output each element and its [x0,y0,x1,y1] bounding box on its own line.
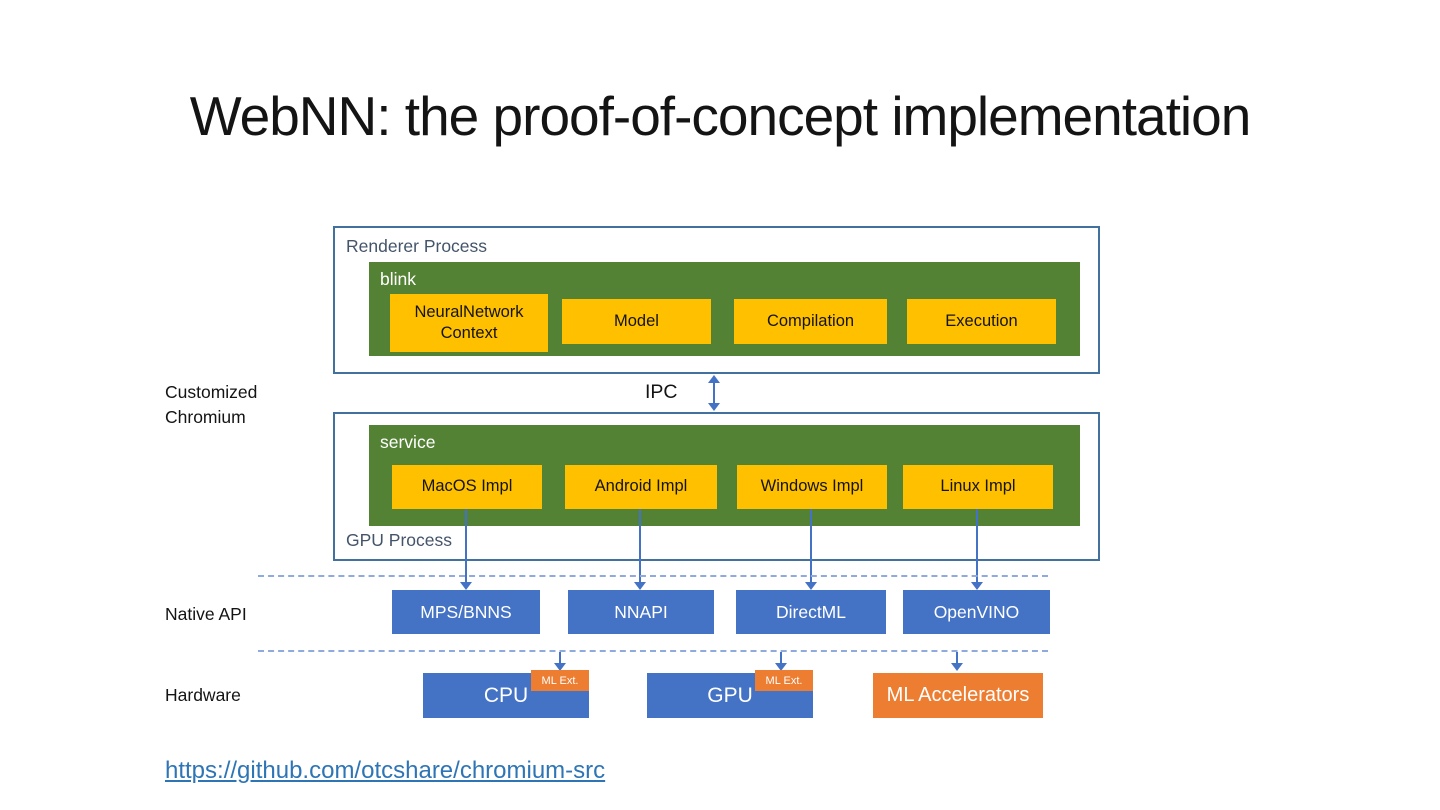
api-box-openvino: OpenVINO [903,590,1050,634]
module-neuralnetwork-context: NeuralNetwork Context [390,294,548,352]
gpu-ml-ext-tag: ML Ext. [755,670,813,691]
module-execution: Execution [907,299,1056,344]
api-box-mps-bnns: MPS/BNNS [392,590,540,634]
blink-layer-box: blink NeuralNetwork Context Model Compil… [369,262,1080,356]
module-android-impl: Android Impl [565,465,717,509]
api-box-directml: DirectML [736,590,886,634]
hardware-box-cpu: CPU ML Ext. [423,670,589,718]
native-api-label: Native API [165,604,247,624]
blink-layer-label: blink [380,269,416,289]
ipc-label: IPC [645,381,678,403]
gpu-process-box: service MacOS Impl Android Impl Windows … [333,412,1100,561]
module-model: Model [562,299,711,344]
module-windows-impl: Windows Impl [737,465,887,509]
native-api-separator-line [258,575,1048,577]
hardware-box-ml-accelerators: ML Accelerators [873,673,1043,718]
hardware-box-gpu: GPU ML Ext. [647,670,813,718]
api-box-nnapi: NNAPI [568,590,714,634]
service-layer-box: service MacOS Impl Android Impl Windows … [369,425,1080,526]
cpu-ml-ext-tag: ML Ext. [531,670,589,691]
renderer-process-label: Renderer Process [346,236,488,256]
gpu-process-label: GPU Process [346,530,452,550]
customized-chromium-label: Customized Chromium [165,382,258,427]
cpu-label: CPU [483,683,529,707]
module-macos-impl: MacOS Impl [392,465,542,509]
hardware-label: Hardware [165,685,241,705]
module-linux-impl: Linux Impl [903,465,1053,509]
hardware-separator-line [258,650,1048,652]
renderer-process-box: Renderer Process blink NeuralNetwork Con… [333,226,1100,374]
module-compilation: Compilation [734,299,887,344]
source-repo-link[interactable]: https://github.com/otcshare/chromium-src [165,757,606,784]
slide-title: WebNN: the proof-of-concept implementati… [189,85,1252,147]
gpu-label: GPU [707,683,753,707]
service-layer-label: service [380,432,436,452]
